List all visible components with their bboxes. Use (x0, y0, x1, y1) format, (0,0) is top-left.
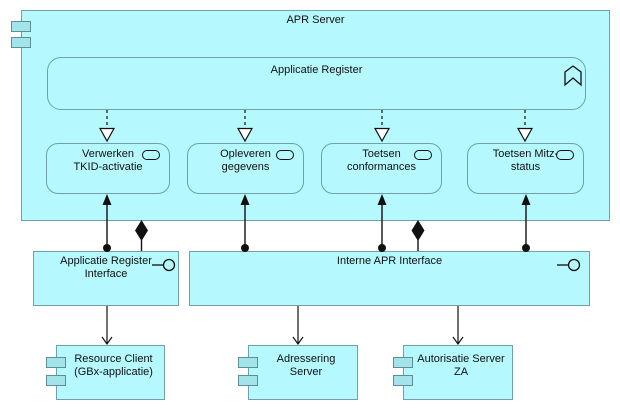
node-applicatie-register[interactable]: Applicatie Register (47, 57, 586, 110)
node-resource-client[interactable]: Resource Client (GBx-applicatie) (46, 345, 165, 400)
composition-connectors (140, 240, 419, 251)
function-icon (564, 65, 582, 87)
service-icon (142, 150, 160, 160)
component-icon (238, 357, 258, 368)
node-adressering-server[interactable]: Adressering Server (238, 345, 358, 400)
component-label: Resource Client (GBx-applicatie) (74, 353, 153, 378)
interface-lollipop-icon (557, 258, 581, 272)
node-service-opleveren-gegevens[interactable]: Opleveren gegevens (187, 143, 304, 194)
component-icon (238, 375, 258, 386)
node-applicatie-register-interface[interactable]: Applicatie Register Interface (33, 251, 179, 306)
interface-label: Interne APR Interface (336, 255, 443, 267)
node-interne-apr-interface[interactable]: Interne APR Interface (189, 251, 590, 306)
node-service-toetsen-mitz-status[interactable]: Toetsen Mitz- status (467, 143, 584, 194)
serving-connectors (101, 306, 464, 346)
node-apr-server-label: APR Server (286, 14, 345, 26)
component-icon (393, 375, 413, 386)
service-icon (556, 150, 574, 160)
component-icon (393, 357, 413, 368)
component-label: Adressering Server (276, 353, 336, 378)
node-service-toetsen-conformances[interactable]: Toetsen conformances (321, 143, 442, 194)
component-icon (11, 21, 31, 32)
component-label: Autorisatie Server ZA (417, 353, 505, 378)
composition-diamonds (135, 220, 425, 241)
node-autorisatie-server-za[interactable]: Autorisatie Server ZA (393, 345, 513, 400)
node-service-verwerken-tkid-activatie[interactable]: Verwerken TKID-activatie (46, 143, 170, 194)
service-icon (414, 150, 432, 160)
node-applicatie-register-label: Applicatie Register (270, 64, 363, 76)
component-icon (46, 357, 66, 368)
service-icon (276, 150, 294, 160)
component-icon (11, 37, 31, 48)
component-icon (46, 375, 66, 386)
interface-lollipop-icon (152, 258, 176, 272)
